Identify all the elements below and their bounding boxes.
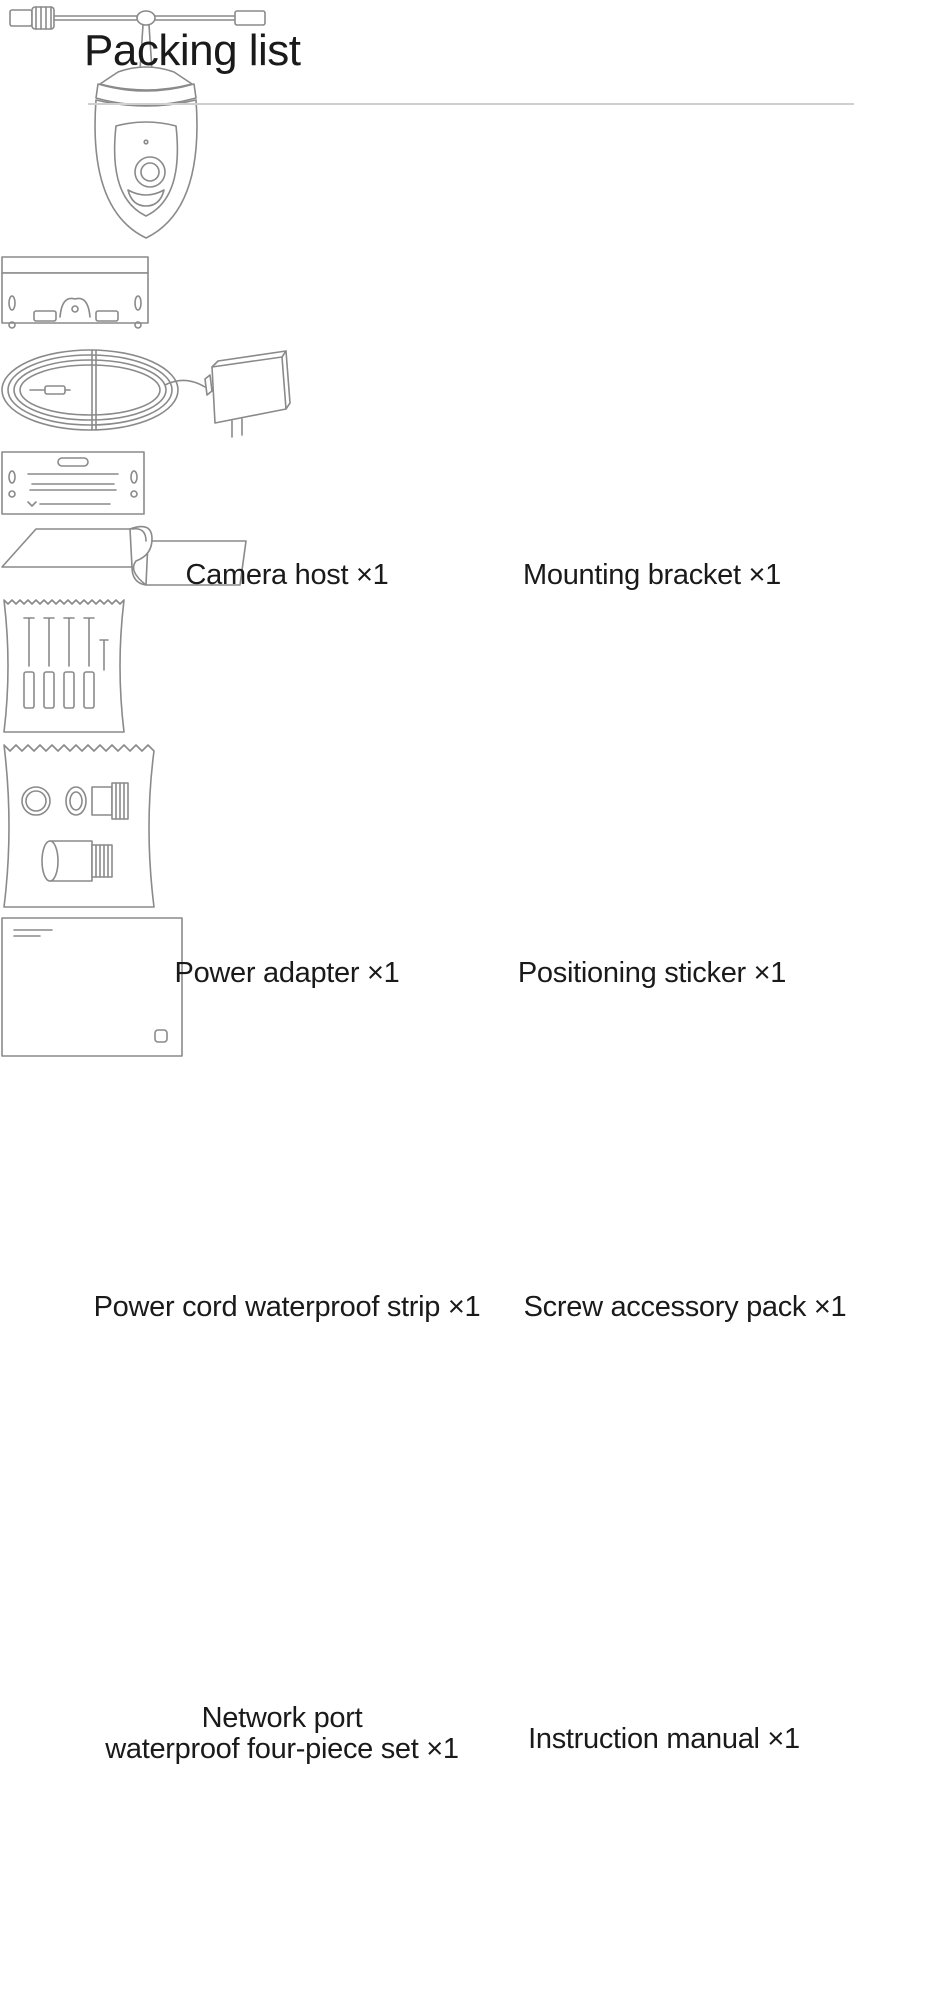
item-label: Instruction manual ×1 (528, 1723, 800, 1755)
item-waterproof-strip: Power cord waterproof strip ×1 (0, 521, 939, 1323)
positioning-sticker-illustration (0, 450, 146, 516)
item-label: Camera host ×1 (185, 559, 389, 591)
title-divider (88, 103, 854, 105)
power-adapter-illustration (0, 345, 295, 445)
item-power-adapter: Power adapter ×1 (0, 345, 939, 989)
mounting-bracket-illustration (0, 255, 150, 340)
item-instruction-manual: Instruction manual ×1 (0, 916, 939, 1755)
screw-pack-illustration (0, 596, 130, 736)
item-label: Mounting bracket ×1 (523, 559, 781, 591)
item-label: Positioning sticker ×1 (517, 957, 787, 989)
item-mounting-bracket: Mounting bracket ×1 (0, 255, 939, 591)
item-network-port-set: Network port waterproof four-piece set ×… (0, 741, 939, 1765)
item-label: Network port waterproof four-piece set ×… (105, 1702, 459, 1765)
waterproof-strip-illustration (0, 521, 250, 591)
camera-host-illustration (0, 0, 285, 250)
item-label: Power adapter ×1 (174, 957, 400, 989)
item-label: Power cord waterproof strip ×1 (93, 1291, 481, 1323)
item-camera-host: Camera host ×1 (0, 0, 939, 591)
item-label: Screw accessory pack ×1 (523, 1291, 847, 1323)
item-screw-pack: Screw accessory pack ×1 (0, 596, 939, 1323)
instruction-manual-illustration (0, 916, 184, 1058)
network-port-set-illustration (0, 741, 160, 911)
page-title: Packing list (84, 26, 301, 75)
item-positioning-sticker: Positioning sticker ×1 (0, 450, 939, 989)
